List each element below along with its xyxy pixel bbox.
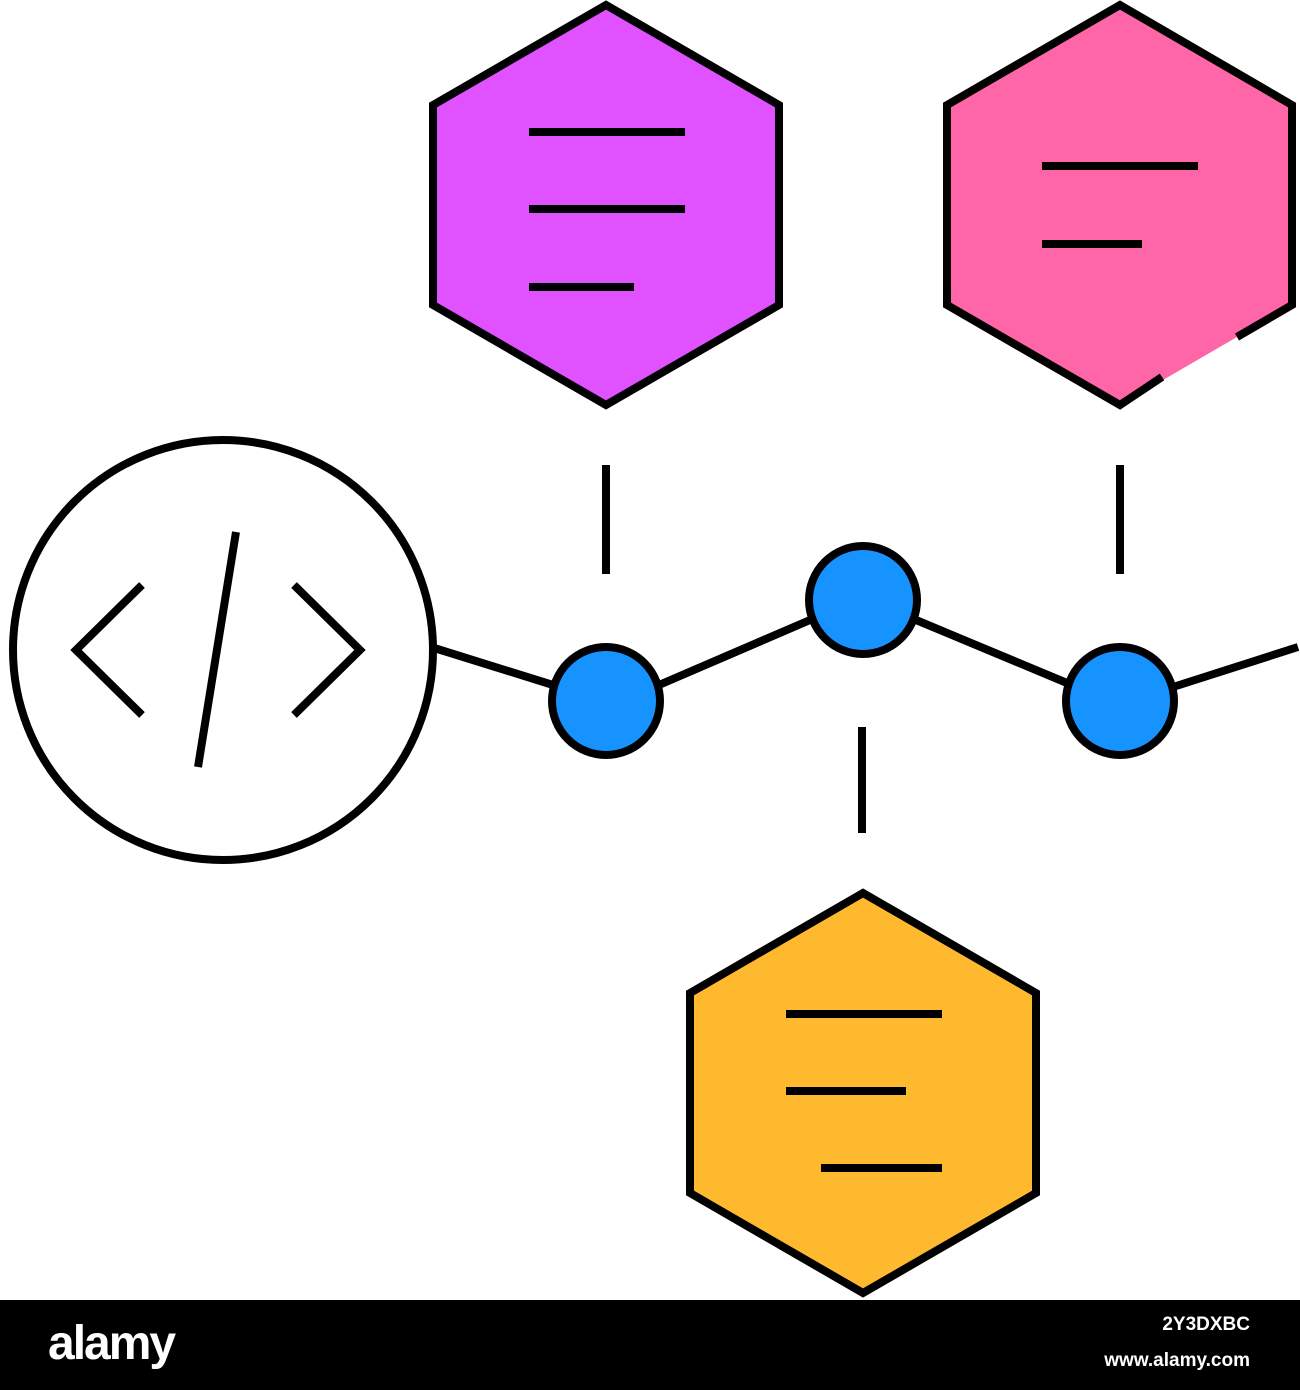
connector-node-3-to-edge — [1171, 643, 1300, 691]
connector-code-to-node-1 — [429, 643, 555, 689]
site-url-label: www.alamy.com — [1104, 1350, 1250, 1371]
hexagon-top-right — [947, 5, 1292, 405]
circle-node-icon — [1062, 643, 1178, 759]
watermark-footer-bar: alamy 2Y3DXBC www.alamy.com — [0, 1300, 1300, 1390]
network-connectors — [429, 465, 1300, 833]
code-circle — [9, 436, 437, 864]
slash-mark — [194, 531, 240, 768]
circle-node-icon — [548, 643, 664, 759]
text-lines — [1042, 162, 1198, 248]
connector-node-1-to-node-2 — [657, 616, 812, 689]
text-lines — [529, 128, 685, 291]
hexagon-top-right-outline — [943, 0, 1296, 410]
circle-node-icon — [805, 542, 921, 658]
text-lines — [786, 1010, 942, 1172]
code-brackets-icon — [9, 436, 437, 864]
right-angle-bracket — [291, 582, 366, 718]
code-network-illustration — [9, 0, 1300, 1298]
brand-logo: alamy — [48, 1317, 176, 1370]
network-nodes — [548, 542, 1178, 759]
left-angle-bracket — [70, 582, 145, 718]
hexagon-document-icon — [429, 0, 783, 410]
image-id-label: 2Y3DXBC — [1162, 1314, 1250, 1335]
hexagon-document-icon — [943, 0, 1296, 410]
connector-node-2-to-node-3 — [914, 616, 1069, 687]
hexagon-document-icon — [686, 888, 1040, 1298]
